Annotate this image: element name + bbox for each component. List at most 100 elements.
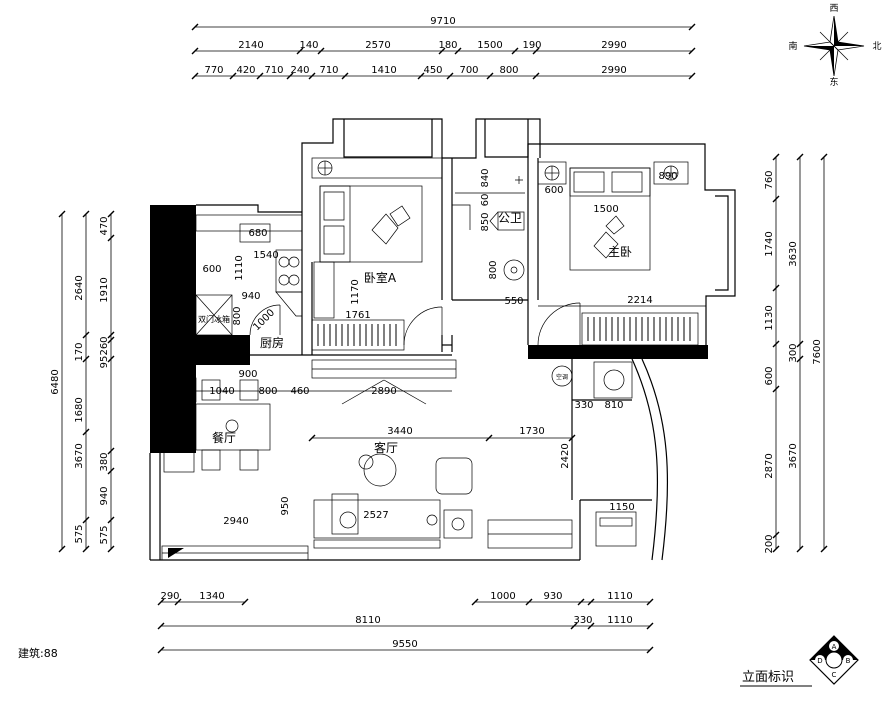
dim-60: 60 [480,194,491,207]
dim-1000: 1000 [251,307,277,333]
dim-top-2-3: 2570 [365,40,390,51]
dim-bottom-overall: 9550 [392,639,417,650]
dim-top-2-1: 2140 [238,40,263,51]
dim-850: 850 [480,212,491,231]
dim-left-2-3: 1680 [74,397,85,422]
dim-550: 550 [504,296,523,307]
dim-bottom-2-3: 1110 [607,615,632,626]
dim-right-3-3: 1130 [764,305,775,330]
compass-east: 东 [829,76,838,88]
bottom-dimension-chain: 290 1340 1000 930 1110 8110 330 1110 955… [157,591,654,654]
kitchen-fixtures: 680 1540 1110 600 940 800 1000 双门冰箱 厨房 [195,214,303,350]
dim-890: 890 [658,171,677,182]
dim-top-3-10: 2990 [601,65,626,76]
dim-2420: 2420 [560,443,571,468]
dim-1170: 1170 [350,279,361,304]
dim-right-3-1: 760 [764,170,775,189]
dim-right-3-2: 1740 [764,231,775,256]
dim-top-3-1: 770 [204,65,223,76]
dim-left-2-5: 575 [74,524,85,543]
compass-rose: 西 东 南 北 [788,3,881,88]
dim-right-2-3: 3670 [788,443,799,468]
dim-350: 350 [176,386,195,397]
dim-left-overall: 6480 [50,369,61,394]
dim-2940: 2940 [223,516,248,527]
dim-1110: 1110 [234,255,245,280]
room-bathroom: 公卫 [498,211,522,225]
dim-left-3-4: 260 [99,336,110,355]
windows [161,359,573,561]
dim-left-3-2: 1910 [99,277,110,302]
elevation-c: C [832,671,837,679]
dim-950: 950 [280,496,291,515]
room-living: 客厅 [374,440,398,455]
dim-left-2-4: 3670 [74,443,85,468]
bedroom-a-furniture: 1170 1761 卧室A [311,157,443,351]
dim-top-3-4: 240 [290,65,309,76]
dim-bottom-2-2: 330 [573,615,592,626]
dim-top-overall: 9710 [430,16,455,27]
dim-right-3-6: 200 [764,534,775,553]
living-area: 3440 1730 2420 950 2940 2527 客厅 [223,379,576,549]
dim-top-3-6: 1410 [371,65,396,76]
compass-north: 北 [872,41,881,52]
dim-top-3-8: 700 [459,65,478,76]
room-bedroom-a: 卧室A [364,270,397,285]
compass-west: 西 [829,3,838,14]
dim-1540: 1540 [253,250,278,261]
dim-left-3-7: 575 [99,525,110,544]
area-note: 建筑:88 [18,646,58,660]
dining-area: 900 350 1040 800 460 2890 餐厅 [163,369,452,473]
dim-810: 810 [604,400,623,411]
dim-800-bath: 800 [488,260,499,279]
elevation-d: D [817,657,822,665]
dim-600-kitchen: 600 [202,264,221,275]
elevation-b: B [846,657,851,665]
dim-bottom-1-1: 290 [160,591,179,602]
dim-left-3-6: 940 [99,486,110,505]
dim-bottom-2-1: 8110 [355,615,380,626]
dim-1040: 1040 [209,386,234,397]
bathroom-fixtures: 840 60 850 800 550 公卫 [452,168,525,307]
dim-bottom-1-4: 930 [543,591,562,602]
dim-bottom-1-2: 1340 [199,591,224,602]
dim-330: 330 [574,400,593,411]
right-dimension-chain: 7600 3630 300 3670 760 1740 1130 600 287… [764,153,828,554]
dim-2890: 2890 [371,386,396,397]
compass-south: 南 [788,40,797,52]
dim-right-2-1: 3630 [788,241,799,266]
dim-left-3-1: 470 [99,216,110,235]
dim-left-2-2: 170 [74,342,85,361]
dim-top-2-6: 190 [522,40,541,51]
dim-top-2-7: 2990 [601,40,626,51]
dim-top-3-3: 710 [264,65,283,76]
room-dining: 餐厅 [212,430,236,445]
dim-900: 900 [238,369,257,380]
dim-800-dining: 800 [258,386,277,397]
room-main-bedroom: 主卧 [608,245,632,259]
ac-label: 空调 [556,373,568,381]
dim-top-3-5: 710 [319,65,338,76]
elevation-marker-icon: A B C D [809,635,859,685]
main-bedroom-furniture: 600 890 1500 2214 主卧 [537,161,706,346]
room-kitchen: 厨房 [260,335,284,350]
dim-800-kitchen: 800 [232,306,243,325]
dim-left-3-5: 380 [99,452,110,471]
dim-top-2-4: 180 [438,40,457,51]
dim-1150: 1150 [609,502,634,513]
elevation-a: A [832,643,837,651]
dim-1761: 1761 [345,310,370,321]
dim-2214: 2214 [627,295,652,306]
dim-right-overall: 7600 [812,339,823,364]
dim-600-bath: 600 [544,185,563,196]
fridge-label: 双门冰箱 [198,314,230,324]
dim-right-3-5: 2870 [764,453,775,478]
dim-top-2-5: 1500 [477,40,502,51]
top-dimension-chain: 9710 2140 140 2570 180 1500 190 2990 770… [191,16,696,80]
dim-2527: 2527 [363,510,388,521]
dim-bottom-1-5: 1110 [607,591,632,602]
dim-1730: 1730 [519,426,544,437]
dim-left-2-1: 2640 [74,275,85,300]
dim-680: 680 [248,228,267,239]
